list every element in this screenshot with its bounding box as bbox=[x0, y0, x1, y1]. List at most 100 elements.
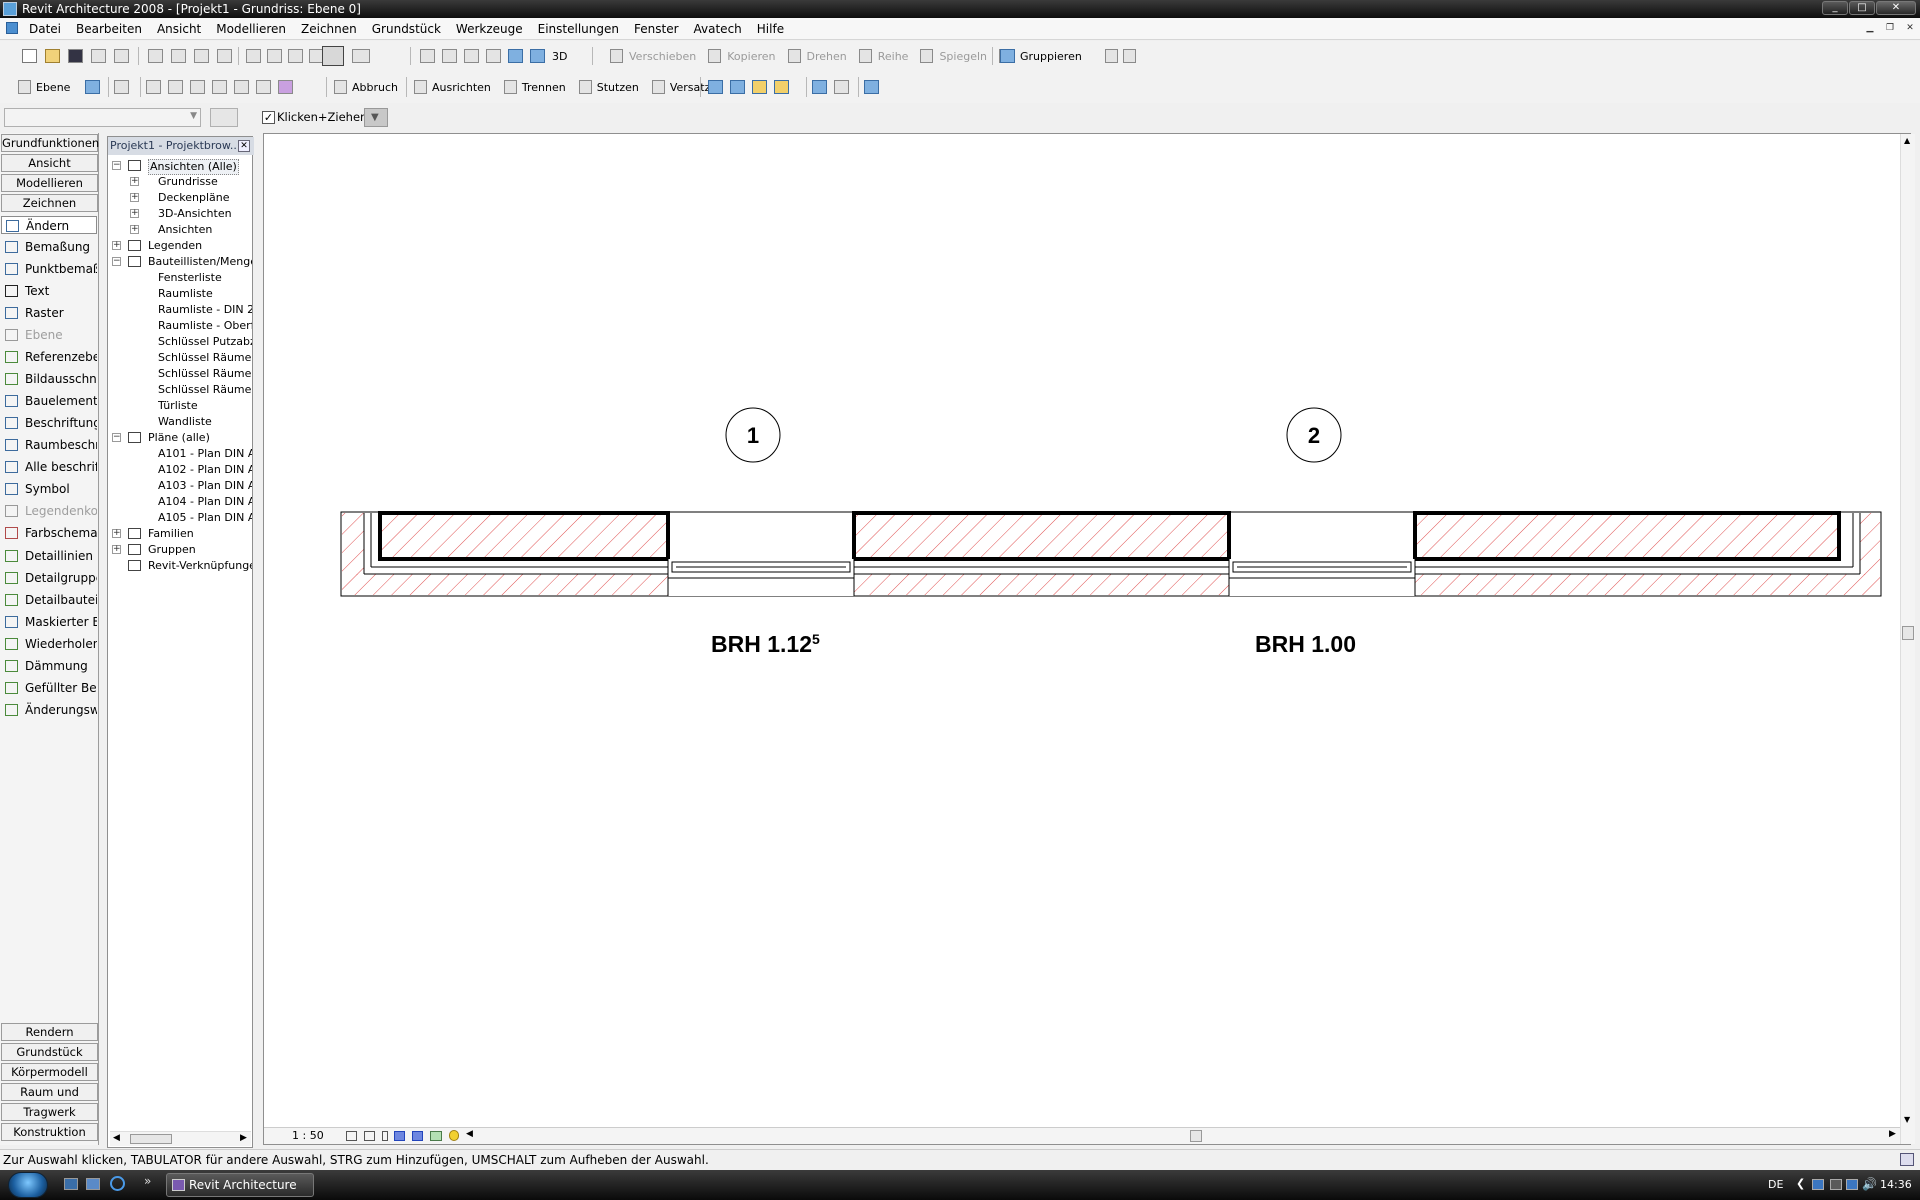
design-tab-bottom-2[interactable]: Körpermodell bbox=[1, 1063, 98, 1081]
split-button[interactable]: Trennen bbox=[521, 80, 566, 94]
view-3d-label[interactable]: 3D bbox=[552, 49, 568, 63]
show-desktop-icon[interactable] bbox=[64, 1178, 78, 1190]
tray-app-icon[interactable] bbox=[1812, 1179, 1824, 1190]
crop-icon[interactable] bbox=[146, 80, 161, 94]
tree-toggle-expand-icon[interactable]: + bbox=[112, 544, 121, 554]
menu-8[interactable]: Fenster bbox=[634, 22, 679, 36]
design-item-22[interactable]: Änderungswo bbox=[5, 701, 97, 719]
internet-explorer-icon[interactable] bbox=[110, 1176, 125, 1191]
design-item-18[interactable]: Maskierter Ber bbox=[5, 613, 97, 631]
type-selector[interactable]: ▼ bbox=[4, 108, 201, 127]
tree-node-17[interactable]: Pläne (alle) bbox=[148, 431, 210, 444]
tree-node-15[interactable]: Türliste bbox=[158, 399, 198, 412]
mdi-restore-button[interactable]: ❐ bbox=[1885, 23, 1895, 33]
design-tab-3[interactable]: Zeichnen bbox=[1, 194, 98, 212]
temporary-hide-icon[interactable] bbox=[430, 1131, 442, 1141]
design-tab-bottom-3[interactable]: Raum und Fläche bbox=[1, 1083, 98, 1115]
tree-toggle-collapse-icon[interactable]: − bbox=[112, 432, 121, 442]
sync-icon[interactable] bbox=[91, 49, 106, 63]
window-opening-1[interactable] bbox=[667, 512, 855, 596]
scroll-right-icon[interactable]: ▶ bbox=[240, 1133, 247, 1143]
language-indicator[interactable]: DE bbox=[1768, 1178, 1784, 1191]
taskbar-revit-button[interactable]: Revit Architecture 2... bbox=[166, 1173, 314, 1197]
tree-node-5[interactable]: Legenden bbox=[148, 239, 203, 252]
default-3d-icon[interactable] bbox=[530, 49, 545, 63]
unpin-icon[interactable] bbox=[1122, 49, 1136, 63]
tree-toggle-collapse-icon[interactable]: − bbox=[112, 160, 121, 170]
copy-icon[interactable] bbox=[171, 49, 186, 63]
cut-icon-2[interactable] bbox=[752, 80, 767, 94]
match-type-icon[interactable] bbox=[168, 80, 183, 94]
delete-icon[interactable] bbox=[217, 49, 232, 63]
tree-toggle-expand-icon[interactable]: + bbox=[130, 176, 139, 186]
level-button[interactable]: Ebene bbox=[36, 80, 71, 94]
wall-pier-3[interactable] bbox=[1413, 511, 1841, 561]
tree-node-25[interactable]: Revit-Verknüpfungen bbox=[148, 559, 252, 572]
tree-node-11[interactable]: Schlüssel Putzabzu bbox=[158, 335, 252, 348]
cut-geometry-icon[interactable] bbox=[278, 80, 293, 94]
new-file-icon[interactable] bbox=[22, 49, 37, 63]
design-tab-bottom-0[interactable]: Rendern bbox=[1, 1023, 98, 1041]
canvas-vscroll[interactable]: ▲ ▼ bbox=[1900, 134, 1915, 1144]
canvas-hscroll-thumb[interactable] bbox=[1190, 1130, 1202, 1142]
shadows-icon[interactable] bbox=[382, 1131, 388, 1141]
menu-6[interactable]: Werkzeuge bbox=[455, 22, 523, 36]
mirror-button[interactable]: Spiegeln bbox=[939, 49, 988, 63]
menu-0[interactable]: Datei bbox=[29, 22, 62, 36]
design-item-16[interactable]: Detailgruppe bbox=[5, 569, 97, 587]
tree-node-14[interactable]: Schlüssel Räume Ol bbox=[158, 383, 252, 396]
design-item-10[interactable]: Raumbeschrift bbox=[5, 436, 97, 454]
click-drag-checkbox[interactable]: ✓ bbox=[262, 111, 275, 124]
save-icon[interactable] bbox=[68, 49, 83, 63]
tree-toggle-expand-icon[interactable]: + bbox=[130, 192, 139, 202]
design-item-11[interactable]: Alle beschrifte bbox=[5, 458, 97, 476]
detail-level-icon[interactable] bbox=[346, 1131, 357, 1141]
mdi-close-button[interactable]: ✕ bbox=[1906, 23, 1914, 33]
vscroll-down-icon[interactable]: ▼ bbox=[1904, 1115, 1911, 1124]
tree-node-18[interactable]: A101 - Plan DIN A( bbox=[158, 447, 252, 460]
pin-icon[interactable] bbox=[1104, 49, 1118, 63]
design-tab-bottom-1[interactable]: Grundstück bbox=[1, 1043, 98, 1061]
rotate-button[interactable]: Drehen bbox=[806, 49, 847, 63]
close-browser-icon[interactable]: ✕ bbox=[238, 140, 250, 152]
spell-check-icon[interactable] bbox=[114, 80, 129, 94]
copy-to-clipboard-icon[interactable] bbox=[812, 80, 827, 94]
door-icon[interactable] bbox=[190, 80, 205, 94]
paint-icon[interactable] bbox=[234, 80, 249, 94]
tree-node-9[interactable]: Raumliste - DIN 277 bbox=[158, 303, 252, 316]
wall-pier-2[interactable] bbox=[852, 511, 1231, 561]
zoom-icon[interactable] bbox=[442, 49, 457, 63]
redo-icon[interactable] bbox=[288, 49, 303, 63]
tree-node-20[interactable]: A103 - Plan DIN A. bbox=[158, 479, 252, 492]
grid-pattern-icon[interactable] bbox=[85, 80, 101, 94]
door-swing-icon[interactable] bbox=[212, 80, 227, 94]
measure-icon[interactable] bbox=[864, 80, 879, 94]
window-tag-1[interactable]: 1 bbox=[725, 407, 781, 463]
design-item-14[interactable]: Farbschemale bbox=[5, 524, 97, 542]
tree-toggle-expand-icon[interactable]: + bbox=[130, 208, 139, 218]
tree-node-22[interactable]: A105 - Plan DIN A( bbox=[158, 511, 252, 524]
undo-icon[interactable] bbox=[246, 49, 261, 63]
design-item-1[interactable]: Bemaßung bbox=[5, 238, 97, 256]
document-icon[interactable] bbox=[6, 22, 18, 34]
menu-4[interactable]: Zeichnen bbox=[301, 22, 357, 36]
zoom-dropdown-icon[interactable] bbox=[464, 49, 479, 63]
menu-5[interactable]: Grundstück bbox=[371, 22, 441, 36]
tray-network-icon[interactable] bbox=[1830, 1179, 1842, 1190]
quicklaunch-more-icon[interactable]: » bbox=[144, 1174, 152, 1188]
mdi-minimize-button[interactable]: ▁ bbox=[1866, 23, 1874, 33]
menu-10[interactable]: Hilfe bbox=[756, 22, 785, 36]
brh-label-2[interactable]: BRH 1.00 bbox=[1255, 631, 1356, 657]
tree-node-13[interactable]: Schlüssel Räume D bbox=[158, 367, 252, 380]
canvas-vscroll-thumb[interactable] bbox=[1902, 626, 1914, 640]
menu-2[interactable]: Ansicht bbox=[156, 22, 202, 36]
crop-region-icon[interactable] bbox=[394, 1131, 405, 1141]
tree-node-6[interactable]: Bauteillisten/Mengen bbox=[148, 255, 252, 268]
brh-label-1[interactable]: BRH 1.125 bbox=[711, 631, 820, 657]
menu-9[interactable]: Avatech bbox=[693, 22, 742, 36]
design-tab-2[interactable]: Modellieren bbox=[1, 174, 98, 192]
copy-button[interactable]: Kopieren bbox=[727, 49, 776, 63]
unjoin-geometry-icon[interactable] bbox=[730, 80, 745, 94]
paste-icon[interactable] bbox=[194, 49, 209, 63]
design-item-20[interactable]: Dämmung bbox=[5, 657, 97, 675]
